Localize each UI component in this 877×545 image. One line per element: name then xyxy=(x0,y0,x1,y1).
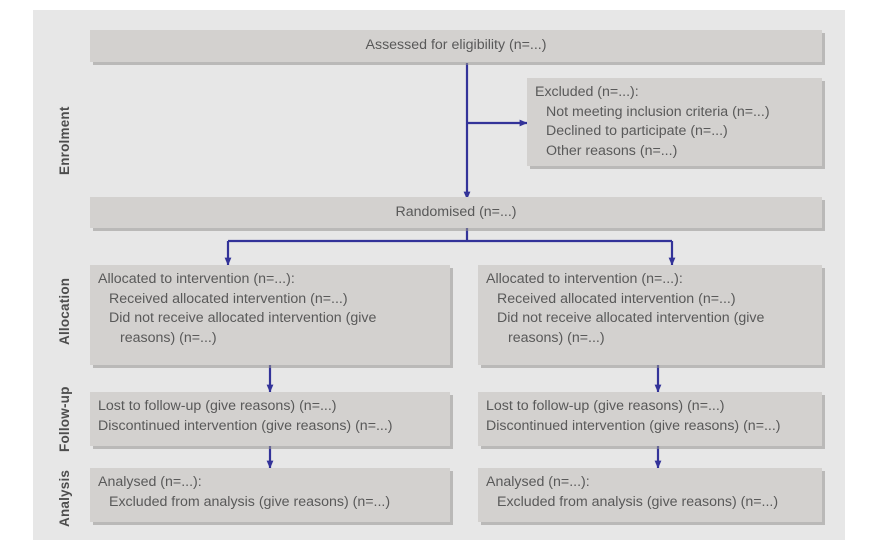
analysis-left-line-1: Analysed (n=...): xyxy=(98,474,202,490)
box-analysis-right: Analysed (n=...): Excluded from analysis… xyxy=(478,468,822,522)
box-followup-right: Lost to follow-up (give reasons) (n=...)… xyxy=(478,392,822,446)
excluded-line-2: Not meeting inclusion criteria (n=...) xyxy=(546,103,770,120)
allocation-left-line-3: Did not receive allocated intervention (… xyxy=(109,310,377,326)
followup-right-line-2: Discontinued intervention (give reasons)… xyxy=(486,417,781,434)
allocation-left-line-2: Received allocated intervention (n=...) xyxy=(109,290,348,307)
stage-label-analysis: Analysis xyxy=(57,469,72,527)
stage-label-followup: Follow-up xyxy=(57,386,72,452)
excluded-line-3: Declined to participate (n=...) xyxy=(546,123,728,139)
box-followup-left: Lost to follow-up (give reasons) (n=...)… xyxy=(90,392,450,446)
allocation-right-line-4: reasons) (n=...) xyxy=(508,329,605,346)
assessed-line-1: Assessed for eligibility (n=...) xyxy=(365,37,547,53)
box-assessed-for-eligibility: Assessed for eligibility (n=...) xyxy=(90,30,822,62)
analysis-right-line-2: Excluded from analysis (give reasons) (n… xyxy=(497,493,779,510)
box-excluded: Excluded (n=...): Not meeting inclusion … xyxy=(527,78,822,166)
followup-right-line-1: Lost to follow-up (give reasons) (n=...) xyxy=(486,398,725,414)
randomised-line-1: Randomised (n=...) xyxy=(395,204,517,220)
allocation-right-line-3: Did not receive allocated intervention (… xyxy=(497,310,765,326)
analysis-left-line-2: Excluded from analysis (give reasons) (n… xyxy=(109,493,391,510)
allocation-left-line-1: Allocated to intervention (n=...): xyxy=(98,271,295,287)
allocation-right-line-1: Allocated to intervention (n=...): xyxy=(486,271,683,287)
followup-left-line-2: Discontinued intervention (give reasons)… xyxy=(98,417,393,434)
stage-label-allocation: Allocation xyxy=(57,277,72,345)
box-randomised: Randomised (n=...) xyxy=(90,197,822,228)
followup-left-line-1: Lost to follow-up (give reasons) (n=...) xyxy=(98,398,337,414)
allocation-right-line-2: Received allocated intervention (n=...) xyxy=(497,290,736,307)
box-allocation-left: Allocated to intervention (n=...): Recei… xyxy=(90,265,450,365)
excluded-line-1: Excluded (n=...): xyxy=(535,84,639,100)
excluded-line-4: Other reasons (n=...) xyxy=(546,142,678,159)
analysis-right-line-1: Analysed (n=...): xyxy=(486,474,590,490)
allocation-left-line-4: reasons) (n=...) xyxy=(120,329,217,346)
box-allocation-right: Allocated to intervention (n=...): Recei… xyxy=(478,265,822,365)
box-analysis-left: Analysed (n=...): Excluded from analysis… xyxy=(90,468,450,522)
stage-label-enrolment: Enrolment xyxy=(57,106,72,175)
